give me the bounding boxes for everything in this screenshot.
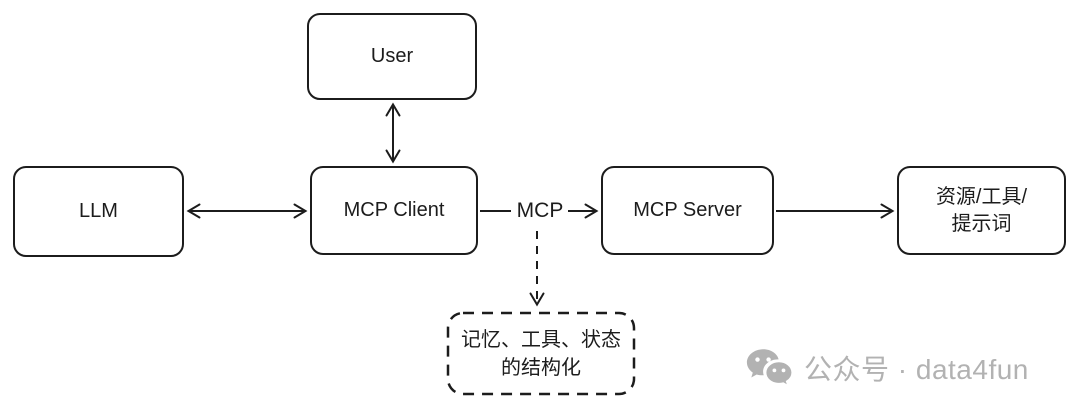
node-user-label: User [370, 45, 414, 67]
node-mcp-client-label: MCP Client [343, 199, 445, 221]
node-user: User [307, 13, 477, 100]
node-mcp-server: MCP Server [601, 166, 774, 255]
watermark-text: 公众号 · data4fun [804, 354, 1029, 385]
watermark: 公众号 · data4fun [746, 344, 1029, 392]
node-structuring: 记忆、工具、状态 的结构化 [449, 314, 633, 393]
node-llm: LLM [13, 166, 184, 257]
node-mcp-client: MCP Client [310, 166, 478, 255]
node-structuring-label-line1: 记忆、工具、状态 [461, 328, 621, 351]
node-mcp-server-label: MCP Server [633, 199, 742, 221]
node-resources: 资源/工具/ 提示词 [897, 166, 1066, 255]
node-resources-label-line2: 提示词 [951, 212, 1012, 235]
edge-label-mcp: MCP [512, 197, 568, 224]
wechat-icon [746, 349, 793, 388]
node-resources-label-line1: 资源/工具/ [935, 185, 1028, 208]
node-llm-label: LLM [79, 200, 118, 222]
node-structuring-label-line2: 的结构化 [501, 356, 581, 379]
